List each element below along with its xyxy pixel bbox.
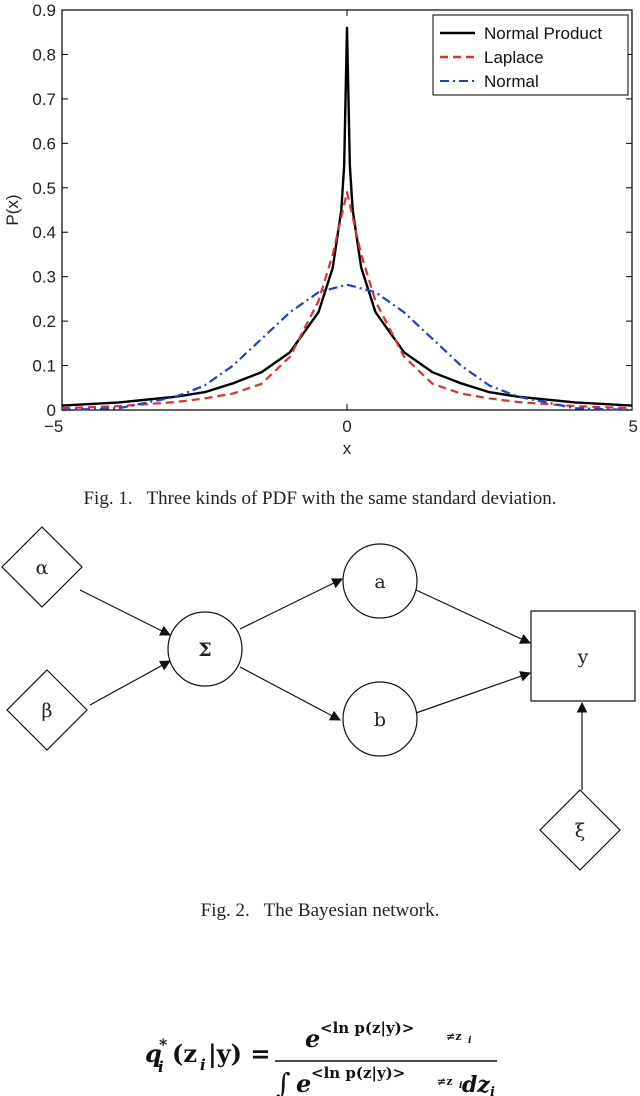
svg-text:a: a <box>374 571 385 593</box>
y-tick-label: 0.2 <box>32 312 56 331</box>
y-tick-label: 0 <box>47 401 56 420</box>
svg-text:β: β <box>42 700 53 722</box>
x-tick-label: 0 <box>342 417 351 436</box>
edge-sigma-to-b <box>239 666 341 721</box>
y-axis-label: P(x) <box>3 194 22 225</box>
legend-label-normal: Normal <box>484 72 539 91</box>
svg-text:ξ: ξ <box>575 820 585 842</box>
series-line-normal <box>61 283 633 412</box>
legend-label-normal-product: Normal Product <box>484 24 602 43</box>
eq-den-exponent-sub: ≠z <box>437 1075 452 1088</box>
eq-lhs-sup: * <box>159 1035 168 1054</box>
y-tick-label: 0.3 <box>32 268 56 287</box>
eq-num-exponent: <ln p(z|y)> <box>320 1019 414 1037</box>
figure-2-caption: Fig. 2. The Bayesian network. <box>200 900 440 921</box>
eq-num-e: e <box>305 1024 320 1053</box>
bayesian-network-diagram: α β Σ a b y ξ <box>1 526 636 871</box>
series-line-laplace <box>61 191 633 410</box>
node-a: a <box>342 543 418 619</box>
y-tick-label: 0.8 <box>32 45 56 64</box>
figure-1-caption: Fig. 1. Three kinds of PDF with the same… <box>83 488 557 509</box>
node-xi: ξ <box>539 789 621 871</box>
eq-lhs-sub: i <box>158 1058 164 1076</box>
eq-den-dz-sub: i <box>490 1085 495 1096</box>
y-tick-label: 0.6 <box>32 134 56 153</box>
y-tick-label: 0.5 <box>32 179 56 198</box>
x-tick-label: 5 <box>629 417 638 436</box>
eq-lhs-args-rest: |y) = <box>208 1039 271 1068</box>
node-y: y <box>530 610 636 702</box>
eq-integral: ∫ <box>276 1067 291 1096</box>
svg-text:b: b <box>374 709 386 731</box>
equation: q * i (z i |y) = e <ln p(z|y)> ≠z i ∫ e … <box>145 1019 497 1096</box>
legend: Normal Product Laplace Normal <box>432 14 629 96</box>
svg-text:α: α <box>36 557 49 579</box>
eq-den-exponent-sub-i: i <box>459 1081 463 1091</box>
edge-alpha-to-sigma <box>79 589 171 636</box>
svg-text:y: y <box>577 646 589 668</box>
edge-a-to-y <box>415 589 531 644</box>
svg-text:Σ: Σ <box>198 639 211 661</box>
eq-num-exponent-sub: ≠z <box>446 1030 461 1043</box>
y-tick-label: 0.9 <box>32 1 56 20</box>
eq-den-dz: dz <box>462 1072 490 1096</box>
eq-lhs-args: (z <box>172 1039 197 1068</box>
edge-b-to-y <box>415 671 532 714</box>
y-tick-label: 0.4 <box>32 223 56 242</box>
x-axis-label: x <box>343 439 352 458</box>
eq-lhs-args-sub: i <box>200 1056 206 1074</box>
x-tick-label: −5 <box>44 417 63 436</box>
edge-beta-to-sigma <box>89 660 171 706</box>
node-b: b <box>342 681 418 757</box>
y-tick-label: 0.1 <box>32 357 56 376</box>
node-sigma: Σ <box>167 611 243 687</box>
edge-sigma-to-a <box>239 578 343 630</box>
eq-lhs-q: q <box>145 1039 162 1068</box>
node-alpha: α <box>1 526 83 608</box>
y-tick-label: 0.7 <box>32 90 56 109</box>
legend-label-laplace: Laplace <box>484 48 544 67</box>
eq-num-exponent-sub-i: i <box>468 1036 472 1046</box>
node-beta: β <box>6 669 88 751</box>
eq-den-exponent: <ln p(z|y)> <box>311 1064 405 1082</box>
series-line-normal-product <box>61 26 633 407</box>
eq-den-e: e <box>296 1069 311 1096</box>
